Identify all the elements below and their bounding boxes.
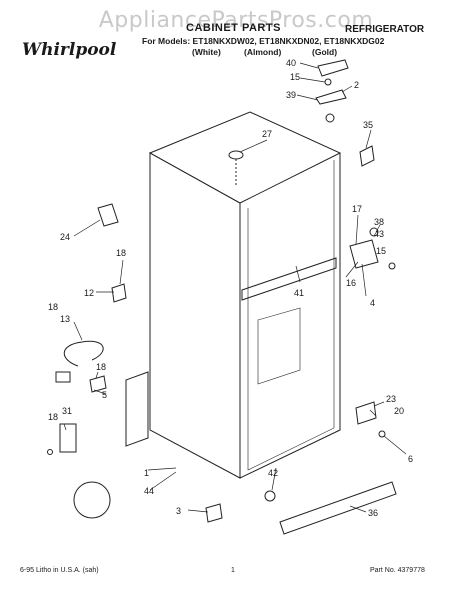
callout: 18 bbox=[48, 302, 58, 312]
bracket bbox=[97, 203, 119, 227]
screw bbox=[47, 449, 53, 455]
screw bbox=[378, 430, 386, 438]
watermark: AppliancePartsPros.com bbox=[98, 8, 374, 33]
toe-grille bbox=[279, 481, 397, 535]
screw bbox=[324, 78, 332, 86]
callout: 36 bbox=[368, 508, 378, 518]
callout: 17 bbox=[352, 204, 362, 214]
center-hinge bbox=[349, 239, 379, 269]
callout: 18 bbox=[116, 248, 126, 258]
callout: 12 bbox=[84, 288, 94, 298]
hinge-plug bbox=[359, 145, 375, 167]
callout: 2 bbox=[354, 80, 359, 90]
page-title: CABINET PARTS bbox=[186, 22, 281, 34]
divider-rail bbox=[241, 257, 337, 301]
roller bbox=[205, 503, 223, 523]
callout: 35 bbox=[363, 120, 373, 130]
callout: 20 bbox=[394, 406, 404, 416]
callout: 18 bbox=[48, 412, 58, 422]
callout: 40 bbox=[286, 58, 296, 68]
footer-page-number: 1 bbox=[231, 567, 235, 574]
color-gold: (Gold) bbox=[312, 47, 338, 57]
callout: 18 bbox=[96, 362, 106, 372]
part-callouts: 40 15 2 39 35 27 24 17 38 43 15 18 12 41… bbox=[48, 58, 413, 518]
callout: 1 bbox=[144, 468, 149, 478]
callout: 24 bbox=[60, 232, 70, 242]
callout: 4 bbox=[370, 298, 375, 308]
callout: 27 bbox=[262, 129, 272, 139]
color-almond: (Almond) bbox=[244, 47, 282, 57]
callout: 31 bbox=[62, 406, 72, 416]
callout: 41 bbox=[294, 288, 304, 298]
callout: 43 bbox=[374, 229, 384, 239]
whirlpool-logo: Whirlpool bbox=[22, 40, 117, 60]
hinge-cover bbox=[317, 59, 349, 77]
access-cover bbox=[125, 371, 149, 447]
callout: 15 bbox=[376, 246, 386, 256]
cord-plug bbox=[55, 371, 71, 383]
leveling-leg bbox=[264, 490, 276, 502]
bottom-hinge bbox=[355, 401, 377, 425]
callout: 38 bbox=[374, 217, 384, 227]
callout: 6 bbox=[408, 454, 413, 464]
callout: 39 bbox=[286, 90, 296, 100]
color-white: (White) bbox=[192, 47, 221, 57]
footer-print-info: 6-95 Litho in U.S.A. (sah) bbox=[20, 567, 99, 574]
r12-badge bbox=[73, 481, 111, 519]
clip bbox=[111, 283, 127, 303]
top-hinge bbox=[315, 89, 347, 105]
cabinet-top bbox=[148, 111, 342, 204]
footer-part-number: Part No. 4379778 bbox=[370, 567, 425, 574]
hinge-pin bbox=[325, 113, 335, 123]
models-line: For Models: ET18NKXDW02, ET18NKXDN02, ET… bbox=[142, 36, 385, 46]
plug-button bbox=[228, 150, 244, 160]
cover-plate bbox=[59, 423, 77, 453]
power-cord bbox=[63, 340, 104, 367]
callout: 5 bbox=[102, 390, 107, 400]
callout: 16 bbox=[346, 278, 356, 288]
appliance-type: REFRIGERATOR bbox=[345, 24, 425, 35]
callout: 42 bbox=[268, 468, 278, 478]
callout: 23 bbox=[386, 394, 396, 404]
washer bbox=[369, 227, 379, 237]
callout: 13 bbox=[60, 314, 70, 324]
callout: 15 bbox=[290, 72, 300, 82]
clip bbox=[89, 375, 107, 393]
callout: 44 bbox=[144, 486, 154, 496]
cabinet-front bbox=[239, 153, 341, 479]
cabinet-left-side bbox=[149, 152, 241, 479]
screw bbox=[388, 262, 396, 270]
callout: 3 bbox=[176, 506, 181, 516]
